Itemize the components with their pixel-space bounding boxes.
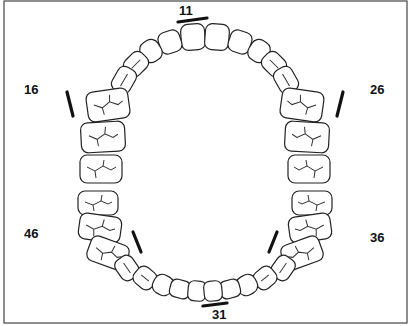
tooth-number: 16: [24, 82, 38, 97]
tooth-number: 36: [370, 230, 384, 245]
tooth-number: 46: [24, 226, 38, 241]
tooth-number: 26: [370, 82, 384, 97]
tooth-number: 11: [179, 3, 193, 18]
tooth-number: 31: [212, 307, 226, 322]
